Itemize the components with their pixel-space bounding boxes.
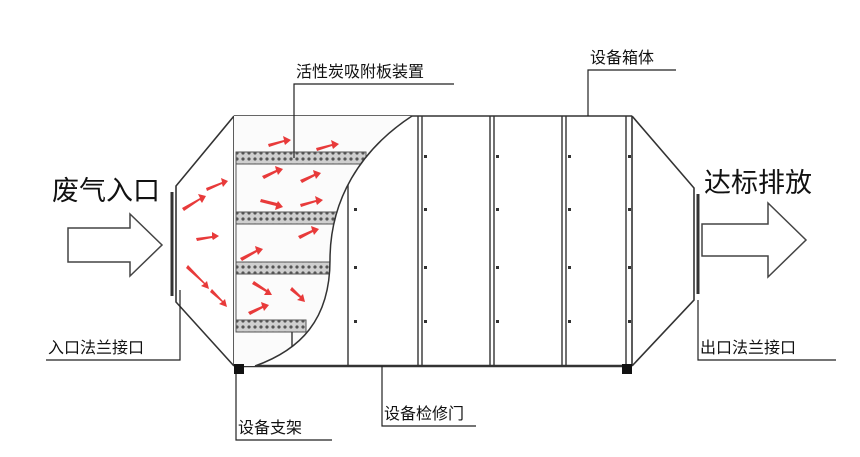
carbon-plate-3 [235, 261, 337, 275]
support-foot-right [622, 364, 632, 374]
carbon-plate-1 [235, 151, 367, 165]
leader-lines [46, 69, 836, 441]
cutaway-curve [254, 115, 413, 367]
carbon-plate-4 [235, 319, 307, 333]
access-door-panels [347, 116, 627, 366]
support-foot-left [234, 364, 244, 374]
inlet-gas-label: 废气入口 [52, 176, 160, 207]
airflow-arrows [182, 136, 339, 315]
carbon-plate-device-label: 活性炭吸附板装置 [296, 62, 425, 81]
outlet-flange-label: 出口法兰接口 [700, 338, 797, 357]
door-hinge-dots [354, 155, 631, 323]
equipment-box-label: 设备箱体 [590, 48, 655, 67]
cutaway-interior [234, 116, 412, 366]
outlet-arrow [701, 201, 808, 279]
inlet-arrow [67, 212, 164, 278]
access-door-label: 设备检修门 [384, 404, 465, 423]
outlet-emission-label: 达标排放 [704, 168, 812, 199]
support-frame-label: 设备支架 [238, 418, 303, 437]
inlet-flange-label: 入口法兰接口 [48, 338, 145, 357]
carbon-plate-2 [235, 211, 347, 225]
